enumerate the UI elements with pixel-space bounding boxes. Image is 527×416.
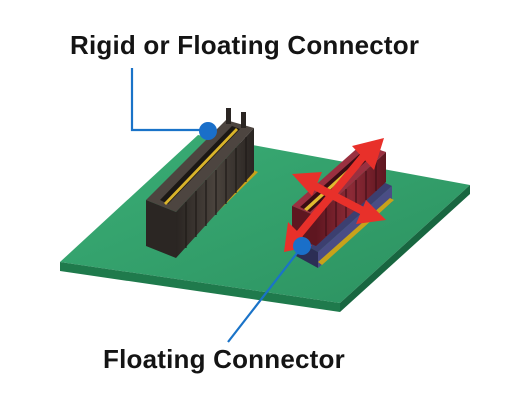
circle-dot-icon — [293, 237, 311, 255]
pcb-board-right-edge — [340, 185, 470, 312]
rigid-connector-slot-contacts — [164, 128, 238, 205]
label-rigid-or-floating-connector: Rigid or Floating Connector — [70, 30, 420, 60]
rigid-connector — [146, 108, 258, 258]
callout-line-bottom — [227, 247, 302, 343]
circle-dot-icon — [199, 122, 217, 140]
pcb-board — [60, 135, 470, 312]
callout-top — [130, 68, 217, 140]
callout-bottom — [227, 237, 311, 343]
floating-connector-side-face — [316, 152, 386, 246]
rigid-connector-front-face — [146, 200, 176, 258]
rigid-connector-ribs — [185, 137, 247, 248]
four-way-arrow-icon — [284, 138, 386, 252]
label-floating-connector: Floating Connector — [103, 344, 345, 374]
rigid-connector-post-right — [241, 112, 246, 128]
callout-line-top — [130, 68, 206, 132]
pcb-board-front-edge — [60, 262, 340, 312]
rigid-connector-post-left — [226, 108, 231, 124]
